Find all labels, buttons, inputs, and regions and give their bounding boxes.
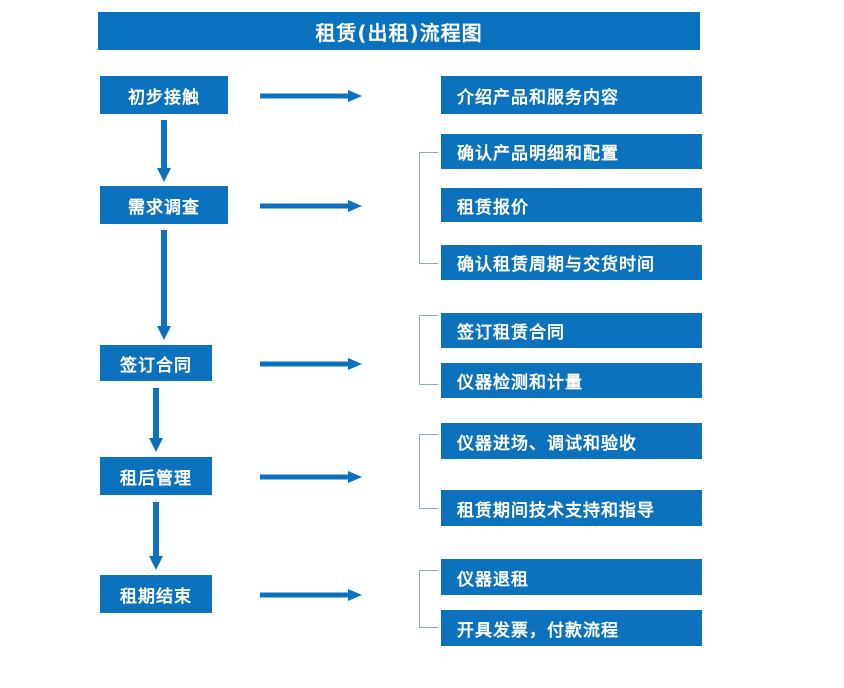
group-bracket-3 <box>419 434 438 509</box>
chart-title: 租赁(出租)流程图 <box>98 12 700 50</box>
detail-box-1[interactable]: 介绍产品和服务内容 <box>441 76 702 114</box>
detail-box-10[interactable]: 开具发票，付款流程 <box>441 610 702 646</box>
detail-box-5[interactable]: 签订租赁合同 <box>441 313 702 348</box>
detail-box-3[interactable]: 租赁报价 <box>441 188 702 222</box>
horizontal-arrow-4 <box>260 469 362 483</box>
group-bracket-1 <box>419 152 438 264</box>
detail-box-7[interactable]: 仪器进场、调试和验收 <box>441 423 702 459</box>
detail-box-6[interactable]: 仪器检测和计量 <box>441 363 702 398</box>
vertical-arrow-1 <box>156 120 172 182</box>
stage-box-1[interactable]: 初步接触 <box>100 76 228 114</box>
vertical-arrow-4 <box>148 502 164 570</box>
group-bracket-4 <box>419 570 438 628</box>
vertical-arrow-3 <box>148 388 164 452</box>
detail-box-9[interactable]: 仪器退租 <box>441 559 702 595</box>
horizontal-arrow-1 <box>260 88 362 102</box>
horizontal-arrow-5 <box>260 587 362 601</box>
detail-box-4[interactable]: 确认租赁周期与交货时间 <box>441 245 702 280</box>
horizontal-arrow-3 <box>260 356 362 370</box>
horizontal-arrow-2 <box>260 198 362 212</box>
stage-box-3[interactable]: 签订合同 <box>100 345 212 381</box>
detail-box-2[interactable]: 确认产品明细和配置 <box>441 134 702 169</box>
vertical-arrow-2 <box>156 230 172 340</box>
detail-box-8[interactable]: 租赁期间技术支持和指导 <box>441 490 702 526</box>
group-bracket-2 <box>419 315 438 385</box>
stage-box-2[interactable]: 需求调查 <box>100 186 228 224</box>
stage-box-4[interactable]: 租后管理 <box>100 457 212 495</box>
stage-box-5[interactable]: 租期结束 <box>100 575 212 613</box>
